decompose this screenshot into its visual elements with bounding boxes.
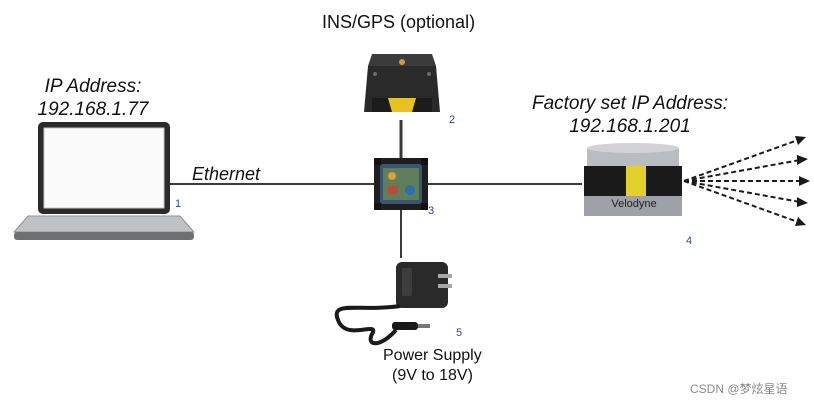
callout-5: 5	[456, 327, 463, 339]
laptop-icon	[12, 122, 196, 240]
callout-4: 4	[686, 235, 693, 247]
lidar-ip-title: Factory set IP Address:	[531, 93, 729, 114]
laser-arrowheads	[795, 136, 810, 226]
interface-box-icon	[374, 158, 428, 210]
callout-1: 1	[175, 198, 182, 210]
power-supply-icon	[334, 262, 452, 346]
ethernet-label: Ethernet	[192, 164, 261, 184]
power-supply-range: (9V to 18V)	[392, 367, 473, 384]
velodyne-lidar-icon	[584, 143, 682, 216]
laptop-ip-value: 192.168.1.77	[37, 99, 149, 120]
callout-3: 3	[428, 205, 435, 217]
laptop-ip-title: IP Address:	[44, 76, 142, 97]
ins-gps-label: INS/GPS (optional)	[322, 12, 476, 32]
laser-beams	[683, 139, 802, 223]
power-supply-title: Power Supply	[383, 347, 482, 364]
ins-gps-icon	[364, 54, 440, 112]
lidar-brand-label: Velodyne	[611, 198, 657, 210]
lidar-ip-value: 192.168.1.201	[569, 116, 691, 137]
callout-2: 2	[449, 114, 456, 126]
csdn-watermark: CSDN @梦炫星语	[690, 382, 788, 396]
